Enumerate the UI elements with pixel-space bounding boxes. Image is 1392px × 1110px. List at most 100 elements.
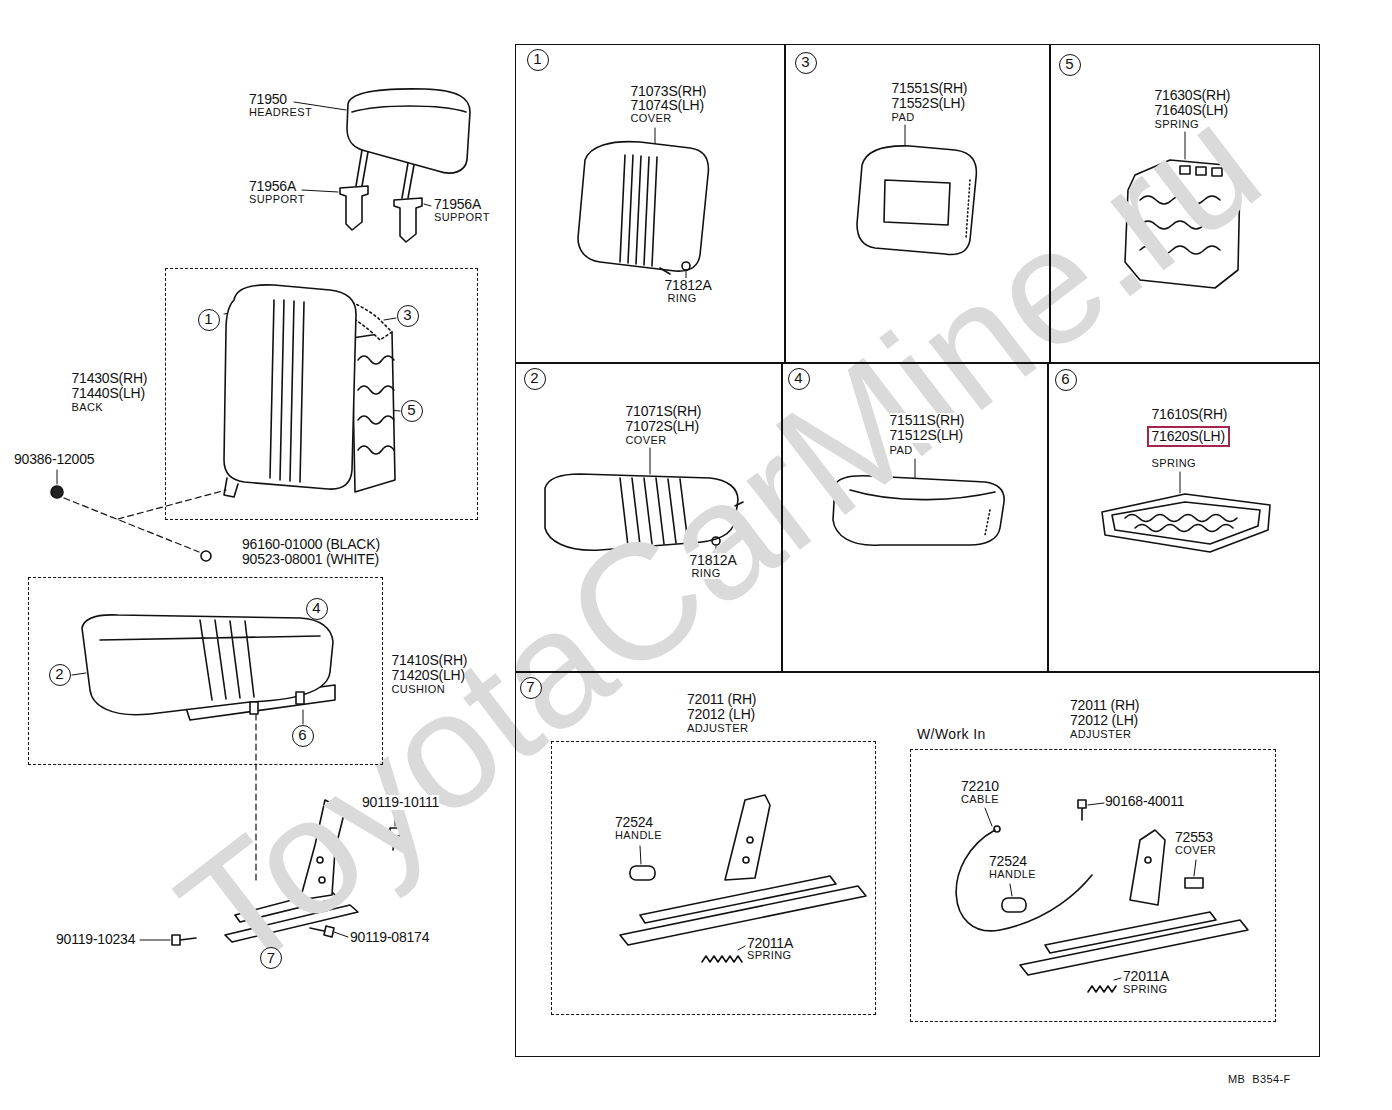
part-number: 71440S(LH) <box>72 386 146 401</box>
part-name: ADJUSTER <box>1070 728 1131 740</box>
callout-number: 3 <box>801 54 809 71</box>
seat-cushion-drawing <box>250 702 258 714</box>
part-name: SPRING <box>747 949 792 961</box>
callout-number: 2 <box>49 664 71 686</box>
callout-number: 7 <box>526 679 534 696</box>
adjuster-drawing <box>956 800 1248 992</box>
callout-number: 1 <box>198 309 220 331</box>
back-cover-drawing <box>682 262 690 270</box>
seat-back-drawing <box>270 300 304 482</box>
callout-number: 1 <box>533 51 541 68</box>
part-number: 71640S(LH) <box>1155 103 1229 118</box>
part-name: SUPPORT <box>249 193 305 205</box>
adjuster-drawing <box>1020 920 1248 975</box>
adjuster-drawing <box>994 826 1000 832</box>
assembly-group: W/Work In72011 (RH)72012 (LH)ADJUSTER722… <box>910 749 1276 1022</box>
adjuster-drawing <box>1185 878 1203 888</box>
part-panel: 271071S(RH)71072S(LH)COVER71812ARING <box>515 363 782 672</box>
callout-number: 3 <box>397 305 419 327</box>
part-name: COVER <box>1175 844 1216 856</box>
callout-number: 5 <box>401 400 423 422</box>
seat-back-drawing <box>224 285 356 489</box>
headrest-drawing <box>394 198 422 242</box>
part-panel: 471511S(RH)71512S(LH)PAD <box>782 363 1048 672</box>
seat-cushion-drawing <box>82 615 333 715</box>
part-panel: 5 71630S(RH)71640S(LH)SPRING <box>1050 44 1320 363</box>
adjuster-drawing <box>725 795 770 880</box>
part-number: 71610S(RH) <box>1152 407 1228 422</box>
assembly-group: 42671410S(RH)71420S(LH)CUSHION <box>28 577 383 765</box>
part-panel: 7 72011 (RH)72012 (LH)ADJUSTER72524HANDLE… <box>515 672 1320 1057</box>
part-name: HEADREST <box>249 106 312 118</box>
part-number: 71552S(LH) <box>892 96 966 111</box>
adjuster-drawing <box>1145 857 1151 863</box>
part-name: CUSHION <box>392 683 446 695</box>
part-number: 71620S(LH) <box>1147 426 1231 447</box>
part-number: 72012 (LH) <box>1070 713 1138 728</box>
part-name: RING <box>692 567 721 579</box>
part-number: 71551S(RH) <box>892 81 968 96</box>
seat-cushion-drawing <box>82 615 335 720</box>
callout-number: 6 <box>292 725 314 747</box>
assembly-group: 72011 (RH)72012 (LH)ADJUSTER72524HANDLE7… <box>551 741 876 1015</box>
seat-back-drawing <box>352 332 395 492</box>
adjuster-drawing <box>747 837 753 843</box>
part-name: PAD <box>890 444 913 456</box>
callout-number: 7 <box>520 677 542 699</box>
callout-number: 1 <box>527 49 549 71</box>
callout-number: 4 <box>306 598 328 620</box>
part-number: 71072S(LH) <box>626 419 700 434</box>
part-name: SPRING <box>1123 983 1168 995</box>
part-name: W/Work In <box>917 727 986 742</box>
adjuster-drawing <box>1078 800 1086 820</box>
seat-back-drawing <box>358 356 394 454</box>
callout-number: 3 <box>403 307 411 324</box>
part-number: 72012 (LH) <box>687 707 755 722</box>
fastener-drawing <box>64 490 226 552</box>
fastener-drawing <box>51 486 63 498</box>
callout-number: 1 <box>204 311 212 328</box>
part-number: 71630S(RH) <box>1155 88 1231 103</box>
leader-line <box>57 470 58 484</box>
adjuster-drawing <box>1088 986 1116 992</box>
part-name: RING <box>668 292 697 304</box>
part-panel: 671610S(RH)71620S(LH)SPRING <box>1048 363 1320 672</box>
part-name: PAD <box>892 111 915 123</box>
callout-number: 6 <box>298 727 306 744</box>
part-name: HANDLE <box>615 829 662 841</box>
part-number: 71511S(RH) <box>890 413 965 428</box>
part-number: 71071S(RH) <box>626 404 702 419</box>
callout-number: 6 <box>1061 371 1069 388</box>
part-name: SPRING <box>1155 118 1200 130</box>
part-number: 71410S(RH) <box>392 653 468 668</box>
callout-number: 4 <box>794 370 802 387</box>
back-pad-drawing <box>857 146 976 255</box>
part-name: BACK <box>72 401 104 413</box>
fastener-drawing <box>201 551 211 561</box>
part-name: SUPPORT <box>434 211 490 223</box>
adjuster-drawing <box>702 956 742 962</box>
cushion-spring-drawing <box>1125 515 1237 532</box>
part-name: COVER <box>631 112 672 124</box>
back-pad-drawing <box>966 180 970 238</box>
seat-back-drawing <box>224 478 238 497</box>
headrest-drawing <box>347 89 470 173</box>
adjuster-drawing <box>956 830 1092 931</box>
part-panel: 171073S(RH)71074S(LH)COVER71812ARING <box>515 44 785 363</box>
cushion-spring-drawing <box>1102 494 1270 552</box>
seat-back-drawing <box>224 285 395 497</box>
part-panel: 3 71551S(RH)71552S(LH)PAD <box>785 44 1050 363</box>
part-number: 90119-10234 <box>56 932 135 947</box>
cushion-pad-drawing <box>985 510 990 535</box>
part-number: 96160-01000 (BLACK) <box>242 537 380 552</box>
part-number: 90168-40011 <box>1105 794 1184 809</box>
callout-number: 2 <box>524 368 546 390</box>
cushion-spring-drawing <box>1102 494 1270 552</box>
part-number: 90119-10111 <box>362 795 439 810</box>
callout-number: 7 <box>267 950 275 967</box>
callout-number: 5 <box>1059 54 1081 76</box>
callout-number: 5 <box>1065 56 1073 73</box>
callout-number: 7 <box>260 947 282 969</box>
callout-number: 4 <box>312 600 320 617</box>
